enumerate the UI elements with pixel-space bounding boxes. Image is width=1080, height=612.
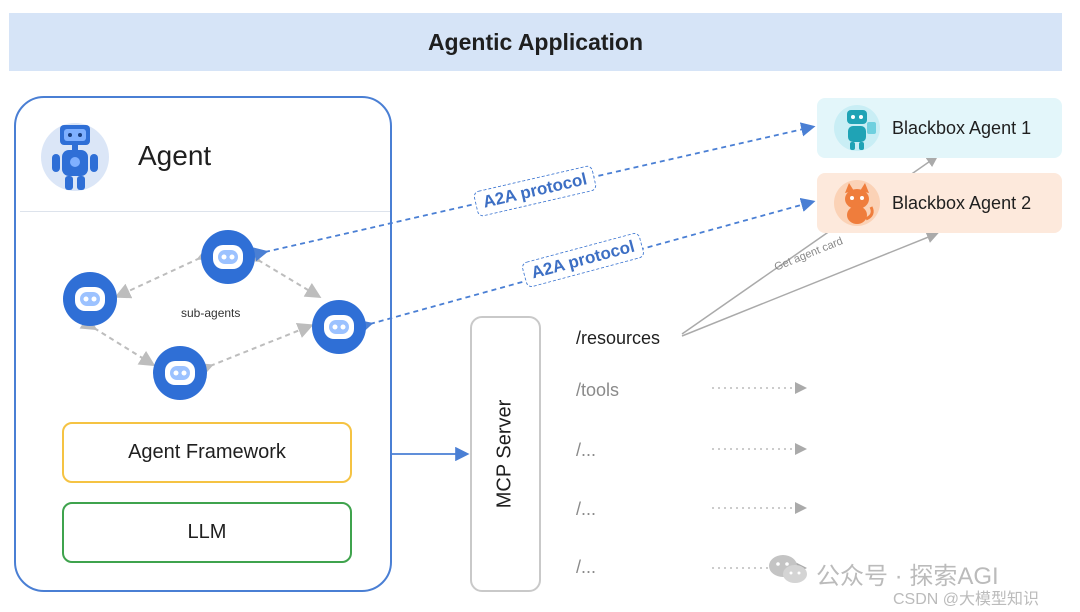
sub-agent-icon <box>312 300 366 354</box>
sub-agent-icon <box>201 230 255 284</box>
llm-box: LLM <box>62 502 352 563</box>
agent-title: Agent <box>138 140 212 171</box>
agent-framework-label: Agent Framework <box>128 441 286 463</box>
sub-agents-label: sub-agents <box>181 306 241 320</box>
resource-item: /resources <box>576 328 661 348</box>
resource-item: /... <box>576 557 597 577</box>
blackbox-agent-label: Blackbox Agent 1 <box>892 117 1032 138</box>
robot-icon <box>41 123 109 191</box>
resource-item: /tools <box>576 380 620 400</box>
sub-agent-icon <box>63 272 117 326</box>
page-title: Agentic Application <box>427 28 644 55</box>
blackbox-agent-1: Blackbox Agent 1 <box>817 98 1062 158</box>
llm-label: LLM <box>187 521 227 543</box>
watermark-text: 公众号 · 探索AGI <box>816 563 999 590</box>
mcp-server-box <box>470 316 541 592</box>
sub-agent-link <box>195 323 314 378</box>
resource-item: /... <box>576 499 597 519</box>
sub-agent-link <box>114 245 215 299</box>
sub-agent-link <box>79 314 156 367</box>
robot-icon <box>834 105 880 151</box>
sub-agent-icon <box>153 346 207 400</box>
sub-agent-link <box>243 246 322 299</box>
resource-item: /... <box>576 440 597 460</box>
mcp-server-label: MCP Server <box>493 399 516 509</box>
cat-icon <box>834 180 880 226</box>
csdn-watermark: CSDN @大模型知识 <box>893 591 1040 608</box>
wechat-icon <box>769 555 807 583</box>
resources-to-agent-2 <box>681 231 939 337</box>
agent-framework-box: Agent Framework <box>62 422 352 483</box>
header-banner: Agentic Application <box>9 13 1062 71</box>
blackbox-agent-label: Blackbox Agent 2 <box>892 192 1032 213</box>
agent-container <box>14 96 392 592</box>
agent-divider <box>20 211 390 212</box>
blackbox-agent-2: Blackbox Agent 2 <box>817 173 1062 233</box>
